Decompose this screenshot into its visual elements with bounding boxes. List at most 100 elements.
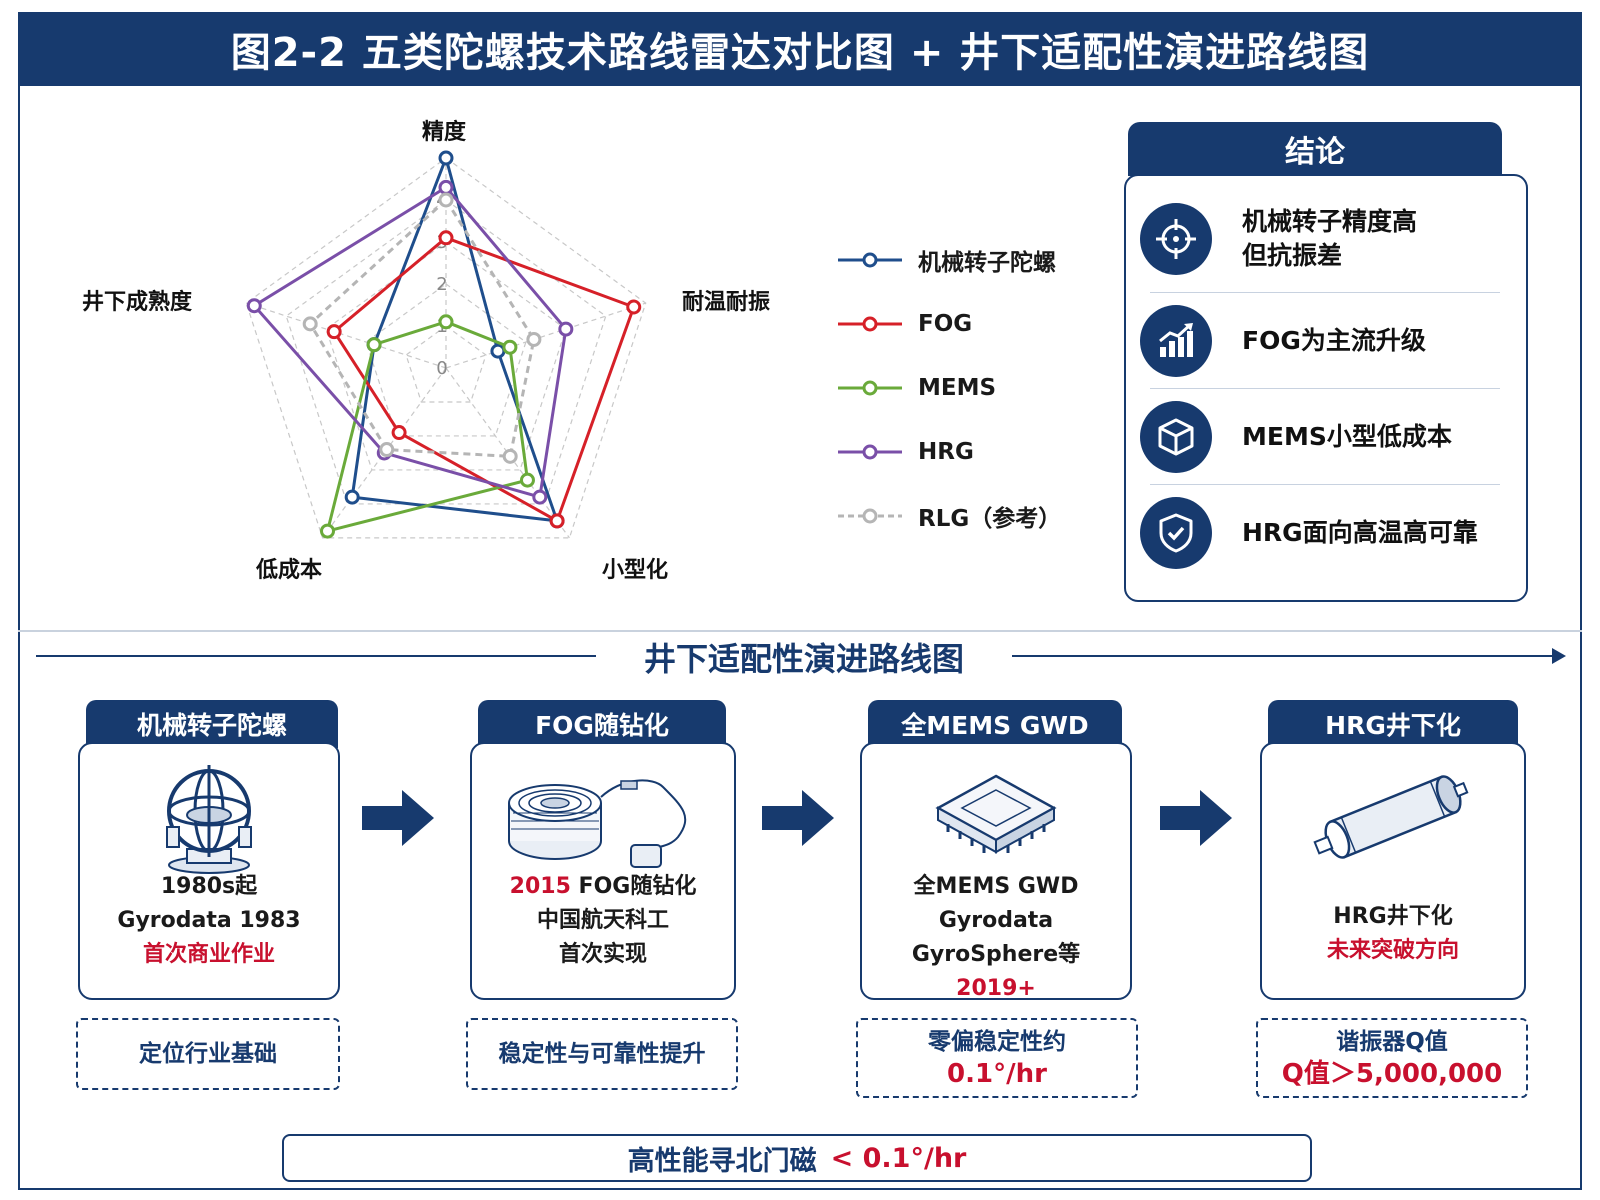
legend-marker-hrg [838,444,902,460]
conclusion-divider [1150,484,1500,485]
flow-arrow-icon [362,790,434,846]
stage-title-fog: FOG随钻化 [478,700,726,748]
legend-label: FOG [918,311,973,337]
conclusion-text-line2: 但抗振差 [1242,241,1343,270]
radar-point-1 [391,425,407,441]
stage-text-tail: FOG随钻化 [570,874,697,899]
note-text: 稳定性与可靠性提升 [498,1041,706,1067]
legend-marker-mechanical [838,252,902,268]
conclusion-item-mems: MEMS小型低成本 [1140,390,1512,484]
legend-marker-rlg [838,508,902,524]
radar-point-4 [502,448,518,464]
stage-title-mechanical: 机械转子陀螺 [86,700,338,748]
note-text: 零偏稳定性约 [928,1029,1066,1055]
radar-point-2 [366,337,382,353]
axis-label-precision: 精度 [422,120,467,145]
flow-arrow-icon [1160,790,1232,846]
stage-text: HRG井下化 [1333,904,1453,929]
radar-point-4 [302,316,318,332]
stage-note-hrg: 谐振器Q值 Q值＞5,000,000 [1256,1018,1528,1098]
legend-label: 机械转子陀螺 [918,250,1056,276]
legend-item-rlg: RLG（参考） [838,484,1098,548]
threshold-value: < 0.1°/hr [830,1142,967,1174]
stage-text: Gyrodata 1983 [117,908,301,933]
crosshair-icon [1140,203,1212,275]
stage-card-fog: 2015 FOG随钻化 中国航天科工 首次实现 [470,742,736,1000]
chart-up-icon [1140,305,1212,377]
radar-tick-label: 2 [436,274,447,295]
legend-marker-mems [838,380,902,396]
note-value: 0.1°/hr [947,1059,1047,1089]
stage-note-mems: 零偏稳定性约 0.1°/hr [856,1018,1138,1098]
radar-point-3 [558,321,574,337]
radar-chart: 01234 [245,150,647,539]
legend-label: HRG [918,439,974,465]
radar-spoke [322,367,447,539]
radar-point-0 [344,489,360,505]
note-text: 谐振器Q值 [1336,1029,1448,1055]
stage-highlight: 未来突破方向 [1326,938,1459,963]
axis-label-downhole-maturity: 井下成熟度 [82,290,193,315]
chart-legend: 机械转子陀螺 FOG MEMS HRG RLG（参考） [838,228,1098,548]
radar-series-1 [332,236,636,523]
cube-icon [1140,401,1212,473]
note-text: 定位行业基础 [139,1041,277,1067]
radar-point-4 [379,442,395,458]
stage-text: 全MEMS GWD [913,874,1079,899]
radar-grid-ring [285,199,607,505]
stage-note-mechanical: 定位行业基础 [76,1018,340,1090]
stage-highlight: 首次商业作业 [142,942,275,967]
section-divider [18,630,1582,632]
hrg-cylinder-icon [1262,752,1524,882]
radar-point-3 [438,179,454,195]
radar-point-0 [490,343,506,359]
radar-grid-ring [365,283,527,437]
radar-spoke [445,367,570,539]
radar-point-1 [326,324,342,340]
conclusion-divider [1150,292,1500,293]
fiber-coil-icon [472,752,734,882]
threshold-label: 高性能寻北门磁 [627,1145,817,1177]
legend-label: MEMS [918,375,997,401]
axis-label-low-cost: 低成本 [256,558,323,583]
radar-series-2 [326,320,529,533]
stage-note-fog: 稳定性与可靠性提升 [466,1018,738,1090]
radar-point-1 [438,230,454,246]
radar-grid-ring [245,157,647,539]
legend-marker-fog [838,316,902,332]
legend-item-hrg: HRG [838,420,1098,484]
conclusion-text-line1: HRG面向高温高可靠 [1242,518,1478,547]
radar-point-3 [246,298,262,314]
conclusion-divider [1150,388,1500,389]
radar-point-2 [519,472,535,488]
conclusion-text-line1: FOG为主流升级 [1242,326,1426,355]
radar-spoke [445,302,646,369]
stage-highlight: 2019+ [956,976,1036,1001]
conclusion-item-hrg: HRG面向高温高可靠 [1140,486,1512,580]
page-title: 图2-2 五类陀螺技术路线雷达对比图 + 井下适配性演进路线图 [18,12,1582,86]
shield-check-icon [1140,497,1212,569]
radar-point-2 [502,339,518,355]
roadmap-arrowhead-icon [1552,648,1566,664]
gyroscope-icon [80,752,338,882]
stage-text: 2015 FOG随钻化 [472,870,734,904]
axis-label-miniaturization: 小型化 [602,558,669,583]
outer-frame [18,12,1582,1190]
conclusion-text-line1: MEMS小型低成本 [1242,422,1452,451]
radar-point-4 [438,192,454,208]
axis-label-temperature-vibration: 耐温耐振 [682,290,771,315]
radar-point-2 [320,523,336,539]
stage-text: Gyrodata GyroSphere等 [911,908,1081,967]
stage-text: 1980s起 [160,874,258,899]
stage-card-mechanical: 1980s起 Gyrodata 1983 首次商业作业 [78,742,340,1000]
conclusion-item-mechanical: 机械转子精度高但抗振差 [1140,192,1512,286]
stage-text: 首次实现 [558,942,647,967]
stage-title-hrg: HRG井下化 [1268,700,1518,748]
radar-point-3 [532,489,548,505]
radar-series-3 [252,185,568,499]
legend-label: RLG（参考） [918,506,1062,532]
conclusion-text-line1: 机械转子精度高 [1242,207,1418,236]
legend-item-mechanical: 机械转子陀螺 [838,228,1098,292]
roadmap-title: 井下适配性演进路线图 [643,640,964,678]
radar-series-0 [350,156,559,523]
